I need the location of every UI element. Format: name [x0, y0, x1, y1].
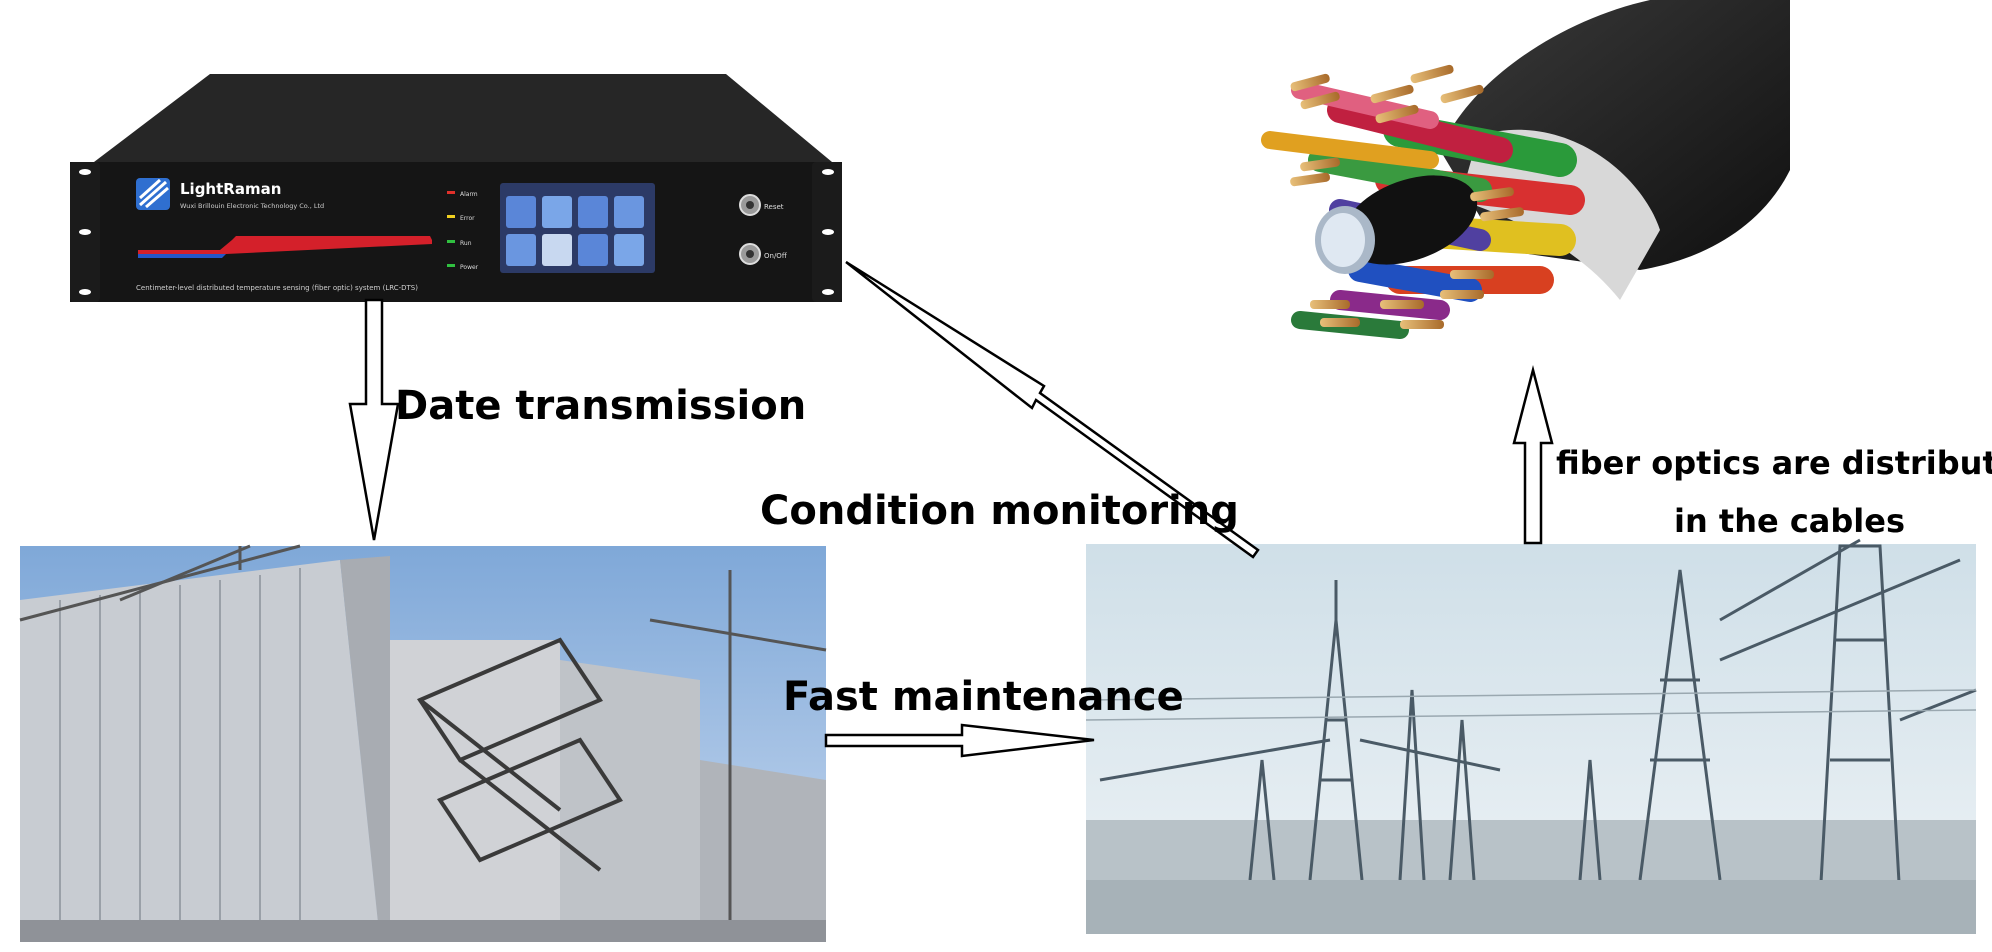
label-fiber-line1: fiber optics are distributed — [1556, 444, 1992, 482]
arrow-towers-to-cable — [1512, 365, 1554, 545]
device-top-panel — [94, 74, 832, 162]
device-footer-text: Centimeter-level distributed temperature… — [136, 284, 418, 292]
run-led-icon — [447, 240, 455, 243]
dts-device: LightRaman Wuxi Brillouin Electronic Tec… — [70, 74, 842, 302]
power-led-icon — [447, 264, 455, 267]
reset-label: Reset — [764, 203, 784, 211]
device-brand: LightRaman — [180, 180, 281, 198]
status-indicators: Alarm Error Run Power — [447, 191, 479, 271]
reset-button: Reset — [739, 194, 784, 216]
blue-stripe — [138, 254, 226, 258]
label-fiber-line2: in the cables — [1674, 502, 1905, 540]
onoff-label: On/Off — [764, 252, 787, 260]
arrow-building-to-towers — [824, 723, 1095, 758]
transmission-towers-image — [1085, 538, 1977, 934]
indicator-run: Run — [460, 240, 472, 247]
label-date-transmission: Date transmission — [395, 383, 807, 429]
arrow-device-to-building — [348, 298, 400, 541]
lightraman-logo-icon — [136, 178, 170, 210]
label-fast-maintenance: Fast maintenance — [783, 674, 1184, 720]
fiber-cable-image — [1261, 0, 1790, 339]
arrow-towers-to-device — [845, 260, 1260, 559]
device-front-panel — [70, 162, 842, 302]
indicator-power: Power — [460, 264, 479, 271]
alarm-led-icon — [447, 191, 455, 194]
device-company: Wuxi Brillouin Electronic Technology Co.… — [180, 202, 324, 210]
red-stripe — [232, 236, 432, 240]
label-condition-monitoring: Condition monitoring — [760, 488, 1239, 534]
indicator-error: Error — [460, 215, 475, 222]
error-led-icon — [447, 215, 455, 218]
substation-building-image — [19, 544, 827, 942]
device-touchscreen — [500, 183, 655, 273]
power-button: On/Off — [739, 243, 787, 265]
indicator-alarm: Alarm — [460, 191, 478, 198]
